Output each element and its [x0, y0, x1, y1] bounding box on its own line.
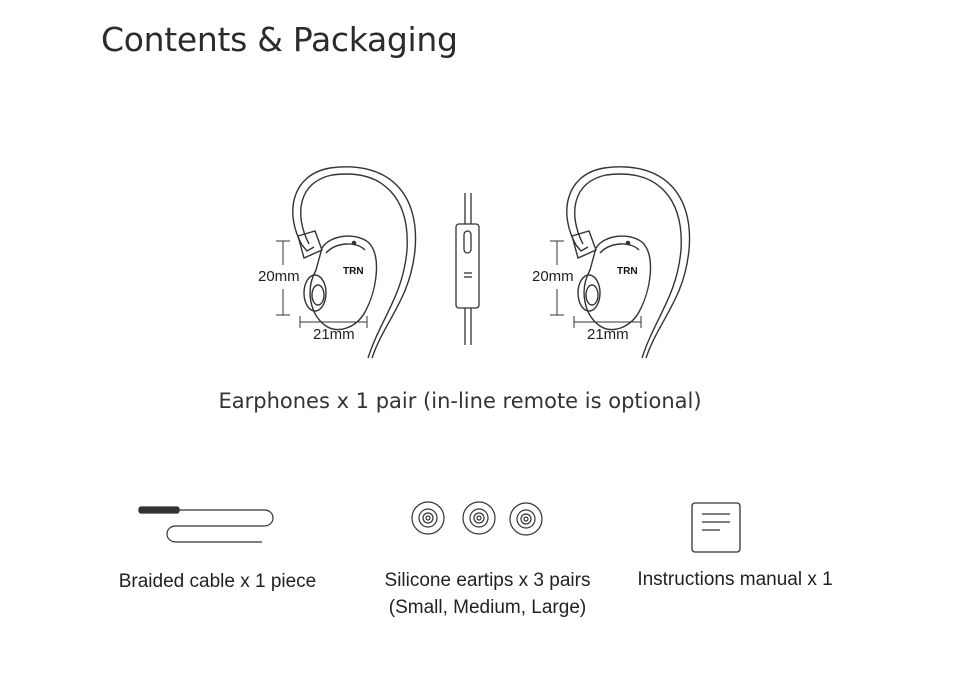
earphone-left-logo: TRN [343, 266, 364, 277]
cable-caption-line1: Braided cable x 1 piece [118, 571, 317, 592]
right-width-label: 21mm [587, 326, 629, 343]
page-title: Contents & Packaging [101, 20, 458, 59]
earphone-right-icon [566, 166, 691, 359]
left-height-label: 20mm [258, 268, 300, 285]
manual-icon [691, 502, 741, 553]
earphones-caption: Earphones x 1 pair (in-line remote is op… [218, 389, 702, 413]
earphone-right-logo: TRN [617, 266, 638, 277]
left-height-dimension [276, 240, 290, 316]
left-width-label: 21mm [313, 326, 355, 343]
manual-caption-line1: Instructions manual x 1 [637, 569, 833, 590]
inline-remote-icon [455, 193, 480, 345]
cable-caption: Braided cable x 1 piece [100, 568, 335, 595]
eartips-caption-line2: (Small, Medium, Large) [388, 597, 587, 618]
right-height-label: 20mm [532, 268, 574, 285]
eartips-caption: Silicone eartips x 3 pairs (Small, Mediu… [360, 567, 615, 621]
eartip-icon [411, 501, 543, 536]
earphone-left-icon [292, 166, 417, 359]
right-height-dimension [550, 240, 564, 316]
left-width-dimension [299, 316, 368, 328]
right-width-dimension [573, 316, 642, 328]
eartips-caption-line1: Silicone eartips x 3 pairs [384, 570, 591, 591]
cable-icon [138, 506, 274, 543]
manual-caption: Instructions manual x 1 [620, 566, 850, 593]
